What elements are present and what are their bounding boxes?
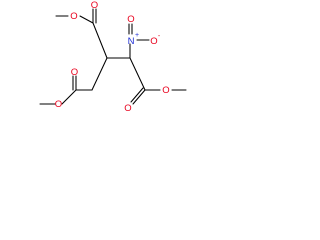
oxygen-nitro-right-charge-label: - (158, 33, 161, 40)
oxygen-carbonyl-top-label: O (91, 0, 98, 11)
oxygen-ester-top-label: O (70, 11, 77, 22)
oxygen-carbonyl-left-label: O (71, 67, 78, 78)
oxygen-nitro-right-label: O (150, 36, 157, 47)
oxygen-nitro-top-label: O (127, 14, 134, 25)
oxygen-ester-right-label: O (162, 85, 169, 96)
bond-lines (39, 8, 187, 105)
nitrogen-charge-label: + (135, 32, 139, 39)
oxygen-carbonyl-right-label: O (124, 103, 131, 114)
nitrogen-label: N (128, 36, 135, 47)
oxygen-ester-left-label: O (55, 99, 62, 110)
chemical-structure: O O N + O - O O O O O (39, 0, 187, 114)
